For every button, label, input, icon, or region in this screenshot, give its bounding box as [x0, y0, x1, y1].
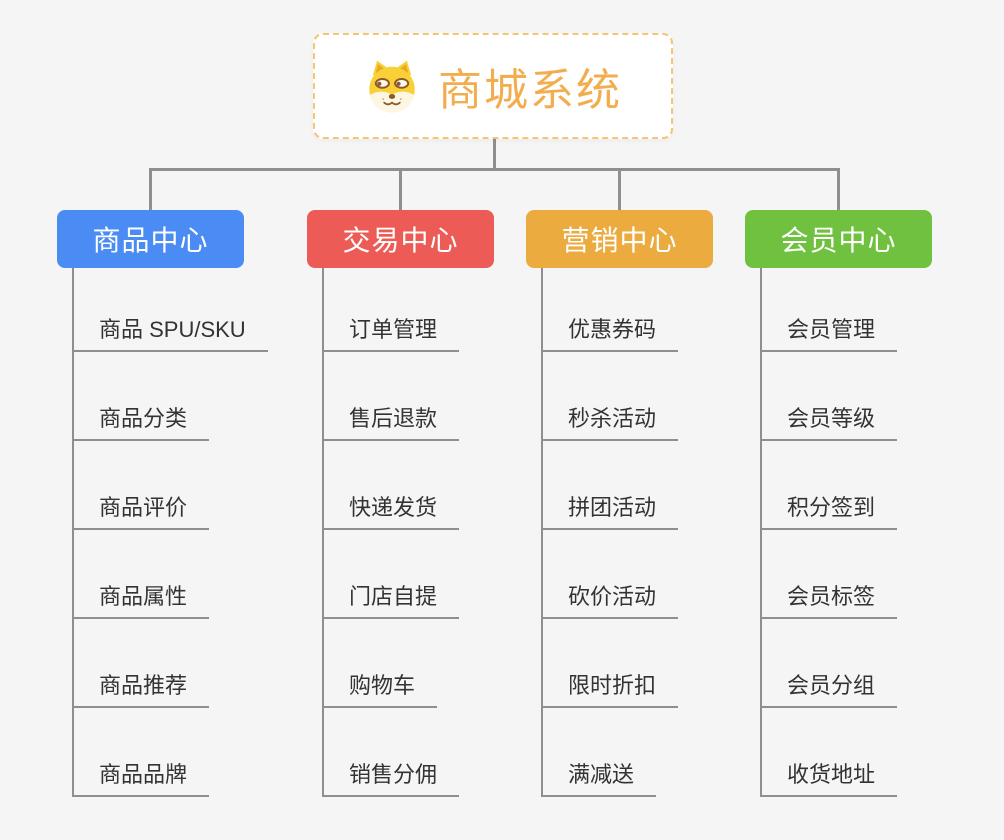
list-item: 会员标签 [760, 530, 898, 619]
item-member-tag[interactable]: 会员标签 [760, 579, 898, 619]
item-group-buy[interactable]: 拼团活动 [541, 490, 679, 530]
connector-drop-2 [399, 168, 402, 210]
list-item: 拼团活动 [541, 441, 679, 530]
item-flash-sale[interactable]: 秒杀活动 [541, 401, 679, 441]
list-item: 商品推荐 [72, 619, 268, 708]
item-product-category[interactable]: 商品分类 [72, 401, 210, 441]
list-item: 销售分佣 [322, 708, 460, 797]
list-item: 商品品牌 [72, 708, 268, 797]
list-item: 门店自提 [322, 530, 460, 619]
branch-column-trade: 订单管理 售后退款 快递发货 门店自提 购物车 销售分佣 [322, 268, 460, 797]
branch-node-marketing[interactable]: 营销中心 [526, 210, 713, 268]
branch-node-trade[interactable]: 交易中心 [307, 210, 494, 268]
list-item: 优惠券码 [541, 268, 679, 352]
item-points-checkin[interactable]: 积分签到 [760, 490, 898, 530]
item-product-spu-sku[interactable]: 商品 SPU/SKU [72, 312, 268, 352]
connector-drop-4 [837, 168, 840, 210]
list-item: 快递发货 [322, 441, 460, 530]
connector-bus [149, 168, 840, 171]
item-shopping-cart[interactable]: 购物车 [322, 668, 438, 708]
list-item: 商品评价 [72, 441, 268, 530]
list-item: 限时折扣 [541, 619, 679, 708]
list-item: 会员分组 [760, 619, 898, 708]
item-bargain[interactable]: 砍价活动 [541, 579, 679, 619]
list-item: 收货地址 [760, 708, 898, 797]
root-title: 商城系统 [438, 66, 622, 115]
connector-drop-1 [149, 168, 152, 210]
item-sales-commission[interactable]: 销售分佣 [322, 757, 460, 797]
branch-column-member: 会员管理 会员等级 积分签到 会员标签 会员分组 收货地址 [760, 268, 898, 797]
connector-root-stem [493, 139, 496, 171]
list-item: 砍价活动 [541, 530, 679, 619]
branch-node-product[interactable]: 商品中心 [57, 210, 244, 268]
branch-column-marketing: 优惠券码 秒杀活动 拼团活动 砍价活动 限时折扣 满减送 [541, 268, 679, 797]
list-item: 积分签到 [760, 441, 898, 530]
item-member-group[interactable]: 会员分组 [760, 668, 898, 708]
list-item: 商品属性 [72, 530, 268, 619]
item-product-recommend[interactable]: 商品推荐 [72, 668, 210, 708]
item-member-management[interactable]: 会员管理 [760, 312, 898, 352]
item-product-brand[interactable]: 商品品牌 [72, 757, 210, 797]
root-node-mall-system[interactable]: 商城系统 [313, 33, 673, 139]
branch-node-member[interactable]: 会员中心 [745, 210, 932, 268]
item-store-pickup[interactable]: 门店自提 [322, 579, 460, 619]
list-item: 商品分类 [72, 352, 268, 441]
list-item: 会员管理 [760, 268, 898, 352]
doge-icon [369, 60, 415, 113]
list-item: 商品 SPU/SKU [72, 268, 268, 352]
item-product-attribute[interactable]: 商品属性 [72, 579, 210, 619]
list-item: 购物车 [322, 619, 459, 708]
item-coupon-code[interactable]: 优惠券码 [541, 312, 679, 352]
list-item: 会员等级 [760, 352, 898, 441]
item-shipping-address[interactable]: 收货地址 [760, 757, 898, 797]
item-express-delivery[interactable]: 快递发货 [322, 490, 460, 530]
branch-column-product: 商品 SPU/SKU 商品分类 商品评价 商品属性 商品推荐 商品品牌 [72, 268, 268, 797]
item-product-review[interactable]: 商品评价 [72, 490, 210, 530]
list-item: 订单管理 [322, 268, 460, 352]
list-item: 秒杀活动 [541, 352, 679, 441]
list-item: 满减送 [541, 708, 678, 797]
list-item: 售后退款 [322, 352, 460, 441]
item-member-level[interactable]: 会员等级 [760, 401, 898, 441]
item-full-reduction[interactable]: 满减送 [541, 757, 657, 797]
connector-drop-3 [618, 168, 621, 210]
item-order-management[interactable]: 订单管理 [322, 312, 460, 352]
item-time-discount[interactable]: 限时折扣 [541, 668, 679, 708]
item-after-sale-refund[interactable]: 售后退款 [322, 401, 460, 441]
